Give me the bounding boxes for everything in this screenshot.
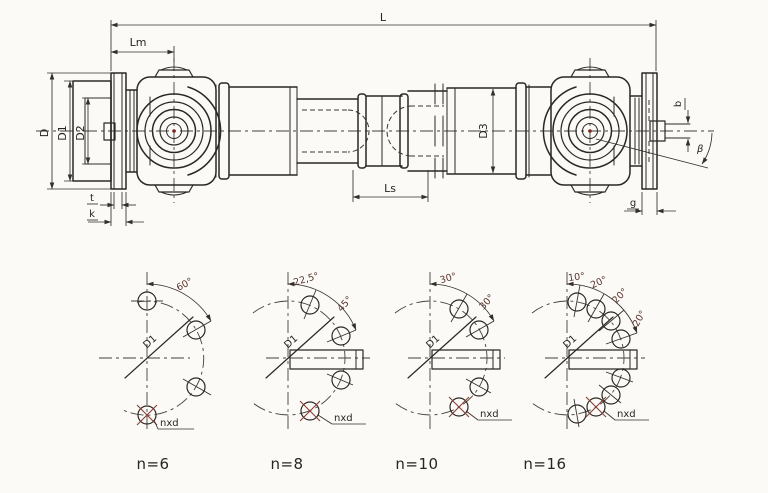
break-lines [434, 83, 444, 179]
shaft-tube-left [215, 82, 370, 180]
dimension-Ls: Ls [352, 170, 429, 202]
dimension-b: b [673, 98, 691, 152]
dim-label-D1: D1 [56, 125, 69, 140]
holes-label: nxd [334, 413, 353, 424]
bolt-pattern-n6: 60° D1 nxd n=6 [99, 272, 212, 473]
dim-label-D3: D3 [477, 123, 490, 138]
dim-label-b: b [673, 101, 684, 107]
dimension-g: g [624, 192, 676, 215]
angle-label: 20° [610, 286, 630, 306]
angle-label: 30° [439, 271, 458, 286]
bolt-circle-label: D1 [424, 333, 442, 351]
dimension-D2: D2 [74, 97, 105, 165]
bolt-circle-label: D1 [141, 333, 159, 351]
angle-label: 30° [477, 292, 496, 312]
angle-label: 45° [335, 294, 354, 314]
slip-spline-section [357, 83, 448, 179]
bolt-pattern-n16: 10° 20° 20° 20° D1 nxd n=16 [523, 271, 649, 473]
count-label: n=6 [136, 455, 169, 473]
dimension-Lm: Lm [110, 36, 175, 62]
assembly-drawing: L Lm D D1 [36, 11, 714, 226]
holes-label: nxd [480, 409, 499, 420]
count-label: n=10 [395, 455, 438, 473]
dim-label-L: L [380, 11, 387, 24]
bolt-circle-label: D1 [561, 333, 579, 351]
right-universal-joint [542, 66, 631, 196]
dimensions: L Lm D D1 [38, 11, 713, 226]
right-flange [629, 72, 691, 190]
dimension-beta: β [595, 132, 713, 169]
angle-label: 10° [568, 271, 586, 284]
angle-label: 60° [175, 276, 195, 294]
dimension-D3: D3 [477, 88, 496, 174]
holes-label: nxd [160, 418, 179, 429]
count-label: n=16 [523, 455, 566, 473]
bolt-pattern-n8: 22,5° 45° D1 nxd n=8 [252, 271, 370, 473]
dimension-D: D [38, 72, 112, 190]
holes-label: nxd [617, 409, 636, 420]
count-label: n=8 [270, 455, 303, 473]
dim-label-beta: β [696, 144, 704, 155]
dim-label-t: t [90, 193, 94, 204]
dimension-L: L [110, 11, 657, 71]
dimension-k: k [87, 192, 144, 226]
shaft-tube-right [446, 82, 552, 180]
dim-label-Lm: Lm [130, 36, 147, 49]
joint-center-dot [588, 129, 592, 133]
angle-label: 22,5° [292, 271, 320, 289]
dim-label-Ls: Ls [384, 182, 396, 195]
dimension-t: t [87, 192, 136, 209]
angle-label: 20° [589, 274, 609, 291]
angle-label: 20° [631, 309, 649, 329]
bolt-circle-label: D1 [282, 333, 300, 351]
dim-label-D2: D2 [74, 125, 87, 140]
dim-label-D: D [38, 129, 51, 137]
joint-center-dot [172, 129, 176, 133]
dim-label-g: g [630, 198, 636, 209]
dim-label-k: k [89, 209, 95, 220]
bolt-pattern-n10: 30° 30° D1 nxd n=10 [394, 271, 512, 473]
dimension-D1: D1 [56, 80, 110, 182]
